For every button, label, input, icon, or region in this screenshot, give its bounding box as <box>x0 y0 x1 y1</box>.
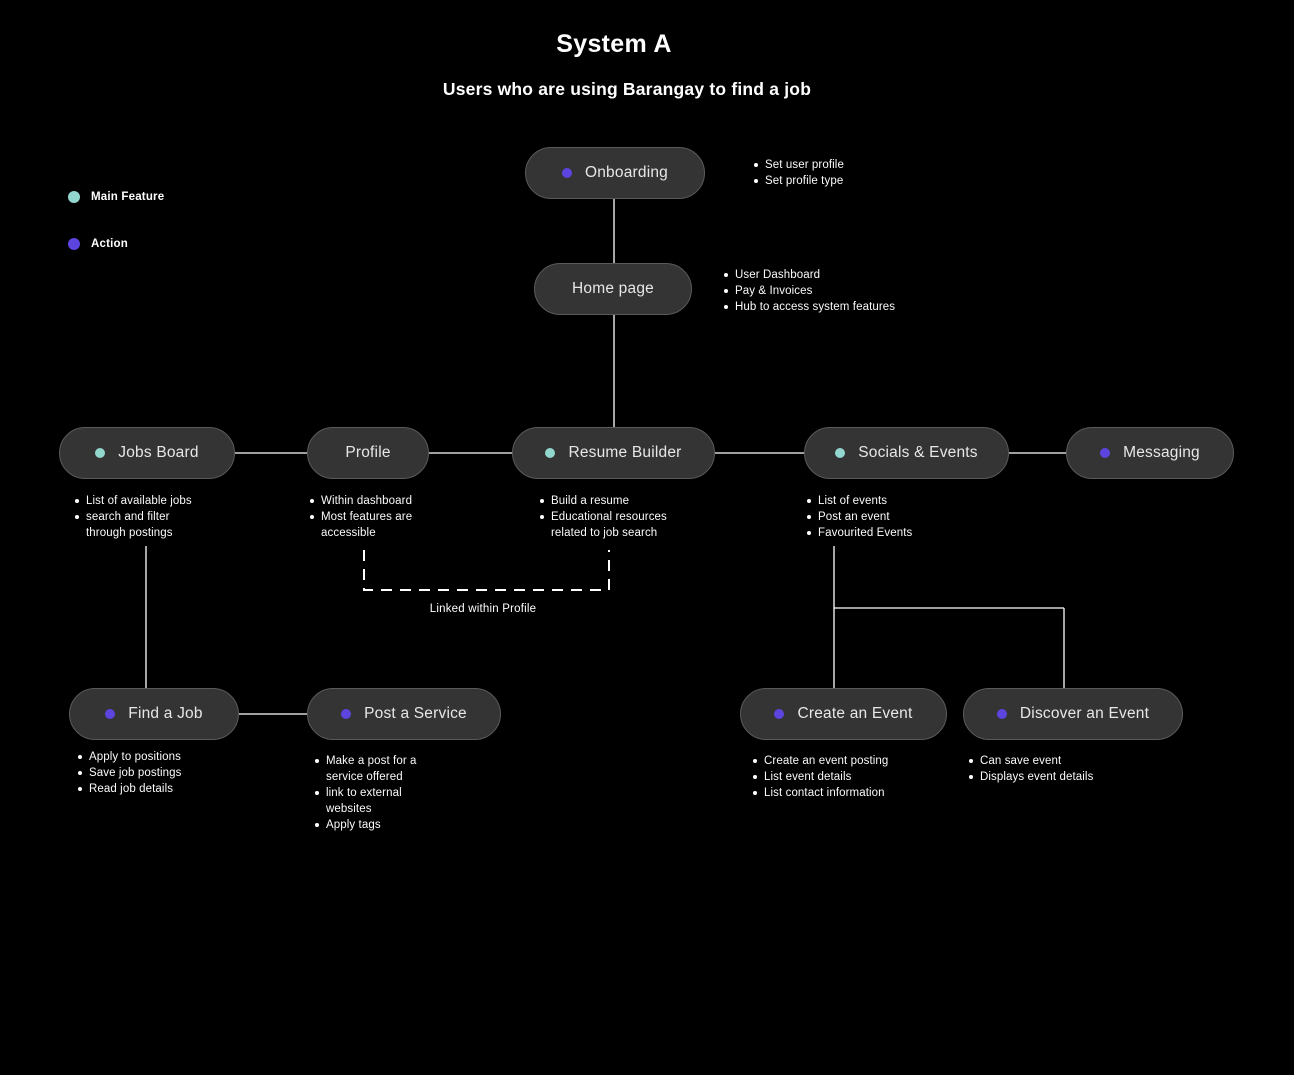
node-label: Discover an Event <box>1019 705 1150 722</box>
node-label: Socials & Events <box>858 444 978 461</box>
dashed-connector-label: Linked within Profile <box>429 603 537 615</box>
note-item: Favourited Events <box>805 525 912 541</box>
node-post-a-service[interactable]: Post a Service <box>307 688 501 740</box>
note-item: Save job postings <box>76 765 181 781</box>
node-label: Profile <box>345 444 391 461</box>
main-feature-dot <box>545 448 556 458</box>
legend: Main Feature Action <box>68 190 164 284</box>
note-item: Set profile type <box>752 173 844 189</box>
legend-item-main-feature: Main Feature <box>68 190 164 203</box>
node-socials-events[interactable]: Socials & Events <box>804 427 1009 479</box>
note-item: Within dashboard <box>308 493 418 509</box>
note-item: User Dashboard <box>722 267 895 283</box>
note-item: Set user profile <box>752 157 844 173</box>
main-feature-dot <box>95 448 106 458</box>
action-dot <box>105 709 116 719</box>
legend-label-main-feature: Main Feature <box>91 190 165 203</box>
note-item: Build a resume <box>538 493 668 509</box>
notes-find-a-job: Apply to positions Save job postings Rea… <box>76 749 181 797</box>
notes-post-a-service: Make a post for a service offered link t… <box>313 753 425 833</box>
note-item: Read job details <box>76 781 181 797</box>
note-item: Hub to access system features <box>722 299 895 315</box>
note-item: List contact information <box>751 785 888 801</box>
note-item: List of available jobs <box>73 493 193 509</box>
legend-label-action: Action <box>91 237 128 250</box>
note-item: List event details <box>751 769 888 785</box>
action-dot <box>68 237 80 250</box>
note-item: Can save event <box>967 753 1093 769</box>
action-dot <box>1100 448 1111 458</box>
node-home-page[interactable]: Home page <box>534 263 692 315</box>
main-feature-dot <box>835 448 846 458</box>
node-jobs-board[interactable]: Jobs Board <box>59 427 235 479</box>
action-dot <box>341 709 352 719</box>
note-item: Pay & Invoices <box>722 283 895 299</box>
note-item: List of events <box>805 493 912 509</box>
node-label: Jobs Board <box>118 444 199 461</box>
node-messaging[interactable]: Messaging <box>1066 427 1234 479</box>
action-dot <box>996 709 1007 719</box>
page-subtitle: Users who are using Barangay to find a j… <box>442 79 812 99</box>
note-item: Apply tags <box>313 817 425 833</box>
note-item: Apply to positions <box>76 749 181 765</box>
note-item: search and filter through postings <box>73 509 193 541</box>
action-dot <box>561 168 572 178</box>
node-find-a-job[interactable]: Find a Job <box>69 688 239 740</box>
main-feature-dot <box>68 190 80 203</box>
note-item: Make a post for a service offered <box>313 753 425 785</box>
note-item: Create an event posting <box>751 753 888 769</box>
notes-onboarding: Set user profile Set profile type <box>752 157 844 189</box>
note-item: Educational resources related to job sea… <box>538 509 668 541</box>
notes-home-page: User Dashboard Pay & Invoices Hub to acc… <box>722 267 895 315</box>
notes-profile: Within dashboard Most features are acces… <box>308 493 418 541</box>
note-item: Post an event <box>805 509 912 525</box>
node-onboarding[interactable]: Onboarding <box>525 147 705 199</box>
note-item: Most features are accessible <box>308 509 418 541</box>
page-title: System A <box>556 30 672 58</box>
legend-item-action: Action <box>68 237 164 250</box>
node-resume-builder[interactable]: Resume Builder <box>512 427 715 479</box>
node-label: Home page <box>572 280 654 297</box>
action-dot <box>774 709 785 719</box>
node-label: Onboarding <box>584 164 668 181</box>
node-profile[interactable]: Profile <box>307 427 429 479</box>
note-item: link to external websites <box>313 785 425 817</box>
notes-jobs-board: List of available jobs search and filter… <box>73 493 193 541</box>
node-label: Create an Event <box>797 705 913 722</box>
node-discover-an-event[interactable]: Discover an Event <box>963 688 1183 740</box>
node-label: Post a Service <box>364 705 467 722</box>
node-label: Find a Job <box>128 705 203 722</box>
notes-resume-builder: Build a resume Educational resources rel… <box>538 493 668 541</box>
notes-socials-events: List of events Post an event Favourited … <box>805 493 912 541</box>
note-item: Displays event details <box>967 769 1093 785</box>
connector-dashed-profile-resume <box>363 550 610 591</box>
node-create-an-event[interactable]: Create an Event <box>740 688 947 740</box>
node-label: Messaging <box>1123 444 1200 461</box>
notes-create-an-event: Create an event posting List event detai… <box>751 753 888 801</box>
node-label: Resume Builder <box>568 444 682 461</box>
notes-discover-an-event: Can save event Displays event details <box>967 753 1093 785</box>
